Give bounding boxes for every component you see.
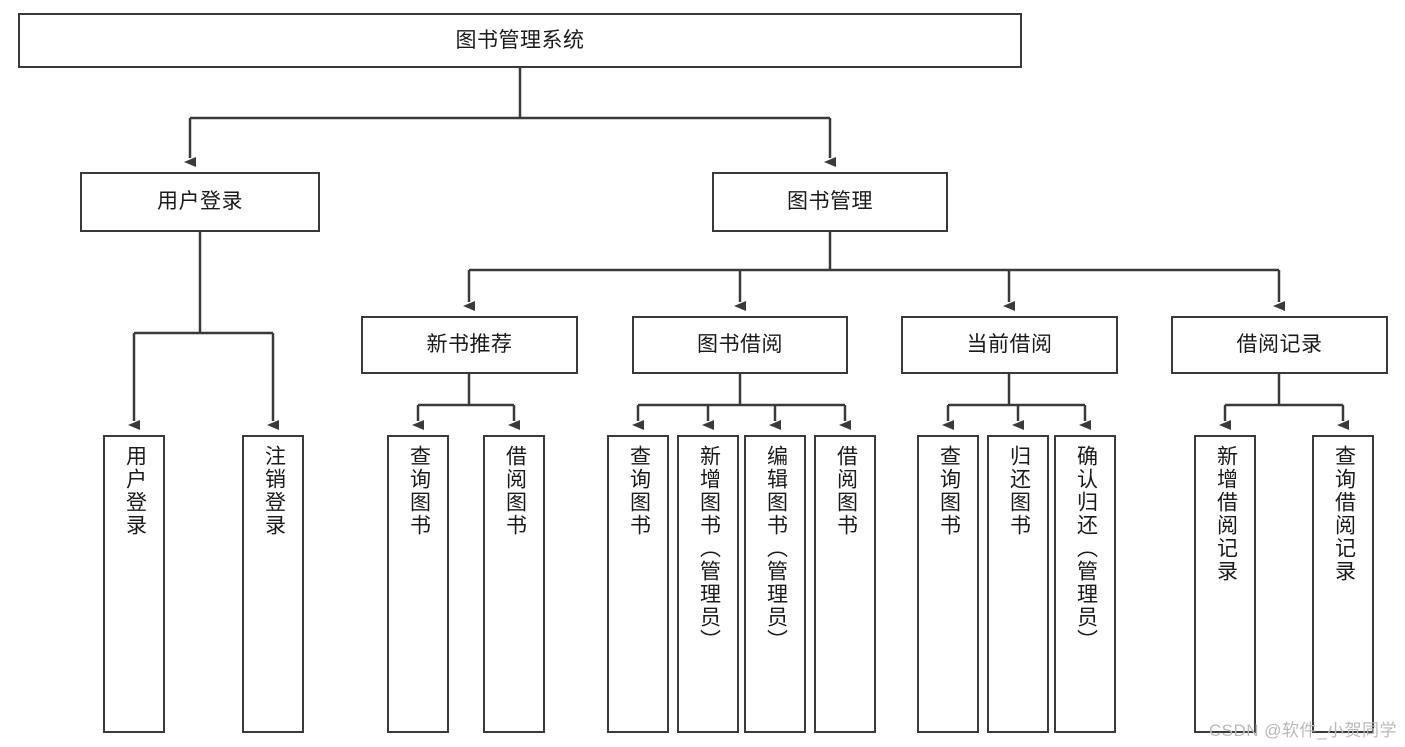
edge-current-borrow-to-leaves: [942, 374, 1091, 430]
node-label: 当前借阅: [966, 333, 1053, 357]
leaf-add-record[interactable]: 新增借阅记录: [1194, 435, 1256, 733]
node-label: 借阅记录: [1236, 333, 1323, 357]
node-label: 归还图书: [1007, 445, 1031, 537]
edge-book-manage-to-level2: [463, 232, 1285, 311]
leaf-borrow-book-2[interactable]: 借阅图书: [814, 435, 876, 733]
node-label: 用户登录: [157, 190, 243, 214]
csdn-watermark: CSDN @软件_小贺同学: [1208, 721, 1397, 740]
node-label: 注销登录: [262, 445, 286, 537]
edge-borrow-record-to-leaves: [1219, 374, 1349, 430]
node-label: 新增图书（管理员）: [697, 445, 721, 652]
node-root-system[interactable]: 图书管理系统: [18, 13, 1022, 68]
node-label: 查询图书: [407, 445, 431, 537]
leaf-query-book-2[interactable]: 查询图书: [607, 435, 669, 733]
node-book-borrow[interactable]: 图书借阅: [632, 316, 848, 374]
node-label: 查询图书: [627, 445, 651, 537]
edge-new-book-recommend-to-leaves: [412, 374, 520, 430]
node-user-login[interactable]: 用户登录: [80, 172, 320, 232]
leaf-user-login[interactable]: 用户登录: [103, 435, 165, 733]
node-label: 新增借阅记录: [1214, 445, 1238, 583]
node-label: 查询图书: [937, 445, 961, 537]
node-current-borrow[interactable]: 当前借阅: [901, 316, 1118, 374]
leaf-query-book-3[interactable]: 查询图书: [917, 435, 979, 733]
edge-book-borrow-to-leaves: [632, 374, 851, 430]
leaf-add-book[interactable]: 新增图书（管理员）: [677, 435, 739, 733]
edge-root-to-level1: [184, 68, 836, 167]
node-label: 编辑图书（管理员）: [764, 445, 788, 652]
leaf-logout-login[interactable]: 注销登录: [242, 435, 304, 733]
node-label: 用户登录: [123, 445, 147, 537]
node-label: 新书推荐: [426, 333, 513, 357]
node-label: 确认归还（管理员）: [1074, 445, 1098, 652]
edge-user-login-to-leaves: [128, 232, 279, 430]
leaf-return-book[interactable]: 归还图书: [987, 435, 1049, 733]
leaf-borrow-book-1[interactable]: 借阅图书: [483, 435, 545, 733]
node-borrow-record[interactable]: 借阅记录: [1171, 316, 1388, 374]
leaf-confirm-return[interactable]: 确认归还（管理员）: [1054, 435, 1116, 733]
node-label: 图书借阅: [697, 333, 783, 357]
leaf-edit-book[interactable]: 编辑图书（管理员）: [744, 435, 806, 733]
node-label: 借阅图书: [834, 445, 858, 537]
leaf-query-record[interactable]: 查询借阅记录: [1312, 435, 1374, 733]
node-label: 图书管理系统: [455, 28, 585, 52]
node-label: 借阅图书: [503, 445, 527, 537]
node-new-book-recommend[interactable]: 新书推荐: [361, 316, 578, 374]
node-book-manage[interactable]: 图书管理: [712, 172, 948, 232]
node-label: 查询借阅记录: [1332, 445, 1356, 583]
node-label: 图书管理: [787, 190, 873, 214]
leaf-query-book-1[interactable]: 查询图书: [387, 435, 449, 733]
